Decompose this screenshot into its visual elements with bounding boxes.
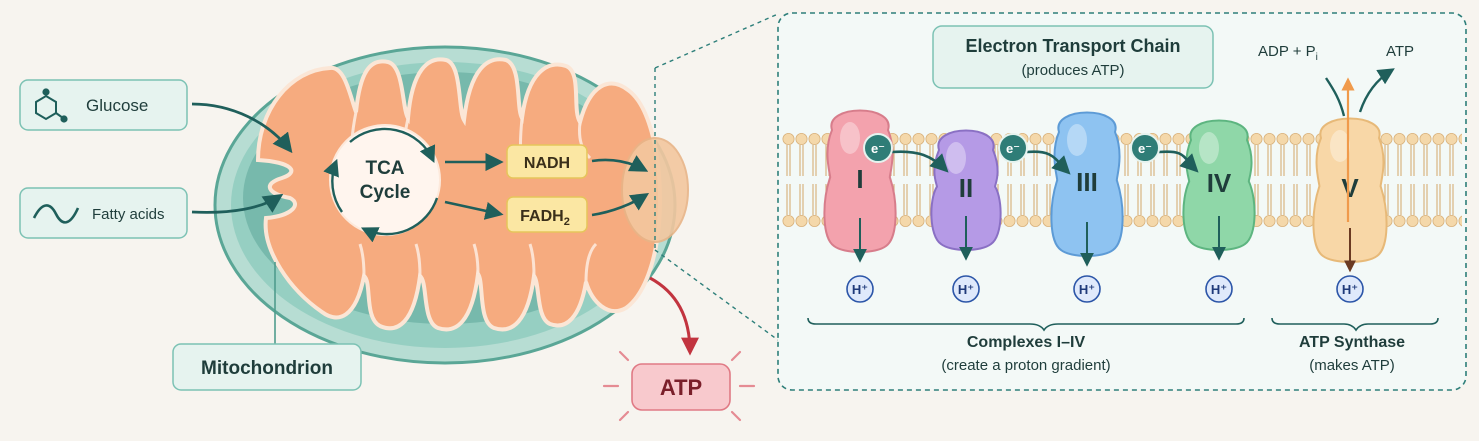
proton-badge-2: H⁺ [952,275,980,303]
etc-subtitle: (produces ATP) [1021,62,1124,79]
proton-label: H⁺ [852,282,868,297]
input-arrows [191,102,293,214]
adp-pi-label: ADP + Pi [1258,43,1318,63]
fatty-chain-icon [32,204,80,224]
tca-label-line2: Cycle [360,182,411,203]
synthase-bracket [1271,317,1439,332]
fatty-acids-label: Fatty acids [92,206,165,223]
mitochondrion-label-box: Mitochondrion [172,343,362,391]
glucose-box: Glucose [19,79,188,131]
electron-badge-3: e⁻ [1130,133,1199,173]
complex-2: II H⁺ [930,129,1002,303]
synthase-label: ATP Synthase [1299,334,1405,351]
proton-label: H⁺ [1211,282,1227,297]
matrix-cristae [255,57,663,332]
complex-3-label: III [1076,167,1098,197]
atp-synthase-product: ATP [1386,43,1414,60]
mitochondrion-label: Mitochondrion [201,358,333,379]
complex-3-body [1050,111,1124,257]
proton-label: H⁺ [1342,282,1358,297]
nadh-box: NADH [506,144,588,179]
molecule-icon [35,88,68,123]
tca-cycle: TCA Cycle [323,124,441,243]
electron-label: e⁻ [1006,141,1020,156]
complex-4-label: IV [1207,168,1232,198]
proton-badge-5: H⁺ [1336,275,1364,303]
complexes-desc: (create a proton gradient) [941,357,1110,374]
synthase-desc: (makes ATP) [1309,357,1395,374]
complex-4: IV H⁺ [1182,119,1256,303]
proton-badge-3: H⁺ [1073,275,1101,303]
fadh2-box: FADH2 [506,196,588,233]
electron-label: e⁻ [871,141,885,156]
complex-5-body [1312,117,1388,263]
proton-label: H⁺ [958,282,974,297]
complexes-group: I H⁺ II H⁺ III H⁺ IV H⁺ V H⁺ e⁻ e⁻ e⁻ [823,109,1388,303]
complexes-label: Complexes I–IV [967,334,1086,351]
tca-output-arrows [444,152,650,220]
etc-title: Electron Transport Chain [965,36,1180,56]
proton-label: H⁺ [1079,282,1095,297]
etc-title-box: Electron Transport Chain (produces ATP) [932,25,1214,89]
proton-badge-1: H⁺ [846,275,874,303]
complex-2-body [930,129,1002,251]
glucose-label: Glucose [86,96,148,115]
complex-1-label: I [856,164,863,194]
atp-output-arrow [649,276,699,356]
fadh2-label: FADH2 [520,208,570,228]
complex-5: V H⁺ [1312,117,1388,303]
electron-badge-2: e⁻ [998,133,1071,175]
complexes-bracket [807,317,1245,332]
tca-label-line1: TCA [365,158,404,179]
zoom-connector [654,13,779,341]
fatty-acids-box: Fatty acids [19,187,188,239]
electron-label: e⁻ [1138,141,1152,156]
atp-synthase-arrows [1325,68,1395,222]
atp-output-label: ATP [660,375,702,400]
complex-2-label: II [959,173,973,203]
proton-badge-4: H⁺ [1205,275,1233,303]
svg-text:NADH: NADH [524,155,570,172]
complex-4-body [1182,119,1256,251]
electron-badge-1: e⁻ [863,133,949,173]
mitochondrion [213,45,689,365]
atp-output-badge: ATP [602,350,756,422]
complex-5-label: V [1341,173,1359,203]
complex-3: III H⁺ [1050,111,1124,303]
